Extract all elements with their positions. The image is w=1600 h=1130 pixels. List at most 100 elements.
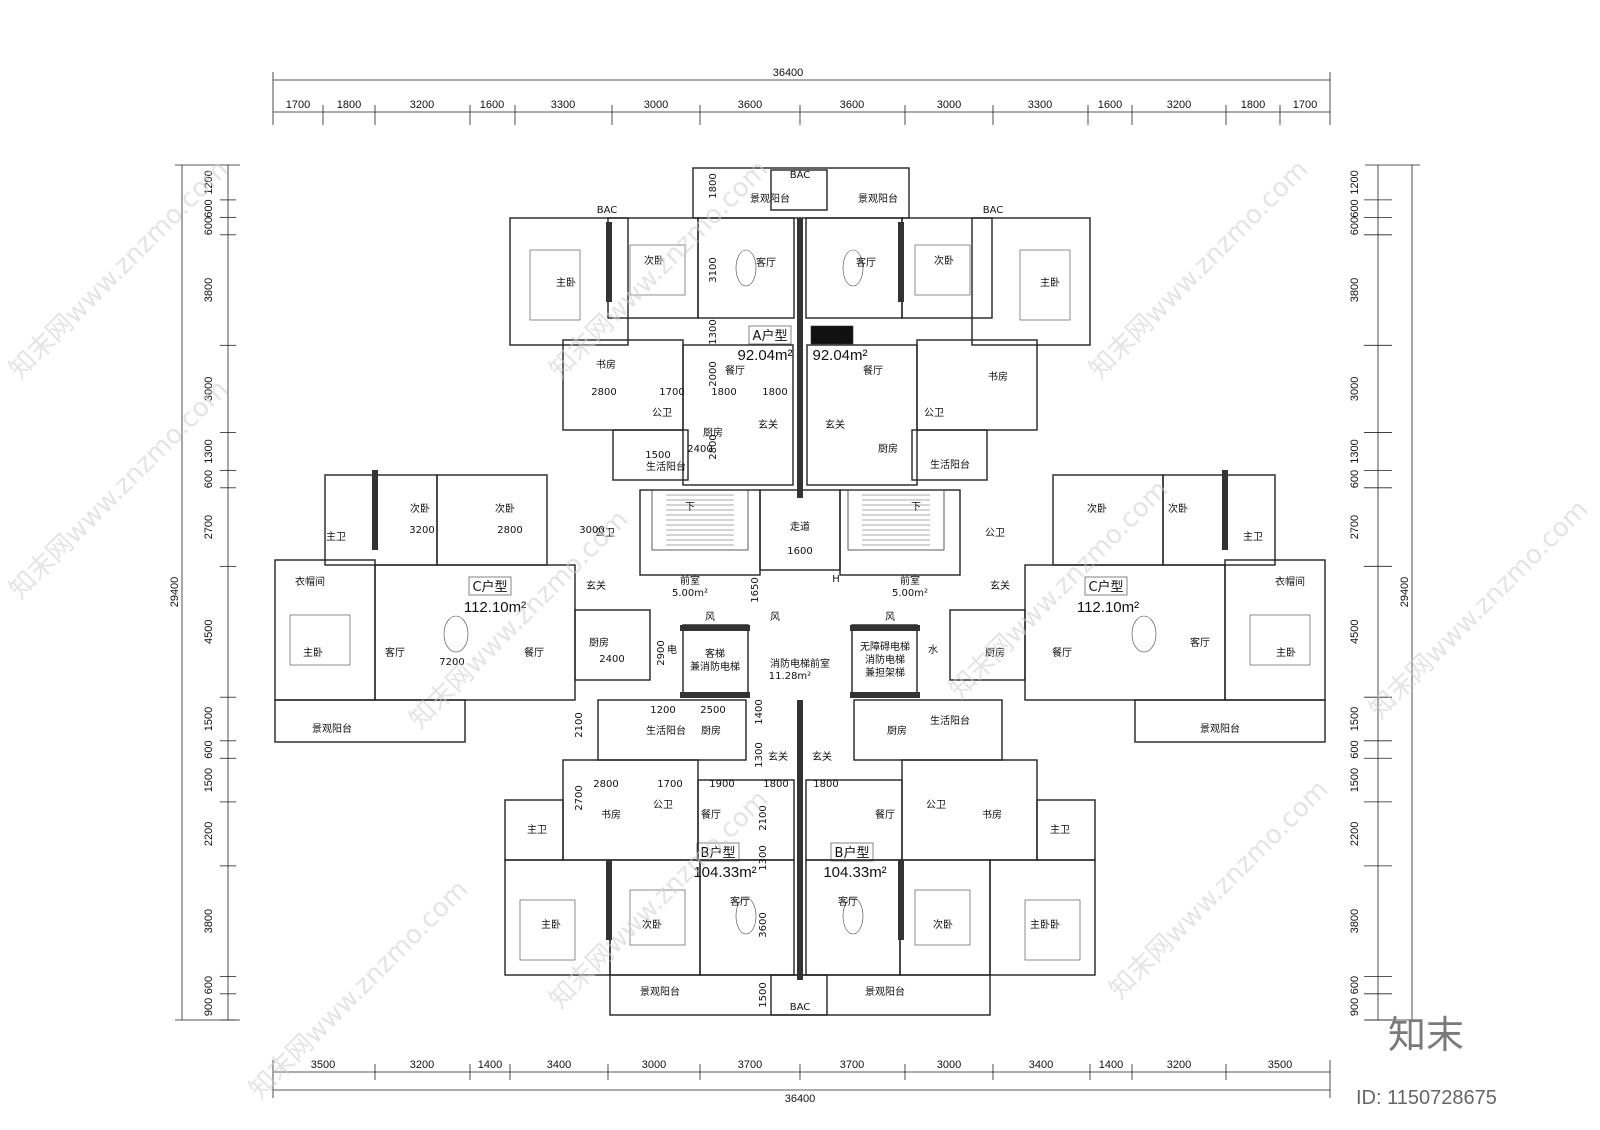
room-lobby-l: 前室: [680, 574, 700, 587]
room-balcony-b-r: 景观阳台: [865, 985, 905, 998]
room-water: 水: [928, 644, 938, 656]
room-balcony-c-r: 景观阳台: [1200, 722, 1240, 735]
room-balcony-a-l: 景观阳台: [750, 192, 790, 205]
dim-top-4: 1600: [480, 99, 504, 111]
side-dim-left-label: 1500: [203, 707, 215, 731]
side-dim-left-label: 1500: [203, 768, 215, 792]
dim-c-2400: 2400: [599, 654, 624, 665]
room-dining-a-r: 餐厅: [863, 364, 883, 377]
side-dim-right-label: 2700: [1349, 515, 1361, 539]
room-kitchen-b-r: 厨房: [887, 724, 907, 737]
room-living-b-r: 客厅: [838, 895, 858, 908]
side-dim-right-label: 600: [1349, 976, 1361, 994]
dim-top-5: 3300: [551, 99, 575, 111]
room-ensuite-c-l: 主卫: [326, 531, 346, 543]
stair-outline: [651, 489, 749, 551]
room-foyer-c-l: 玄关: [586, 579, 606, 592]
side-dim-right-label: 1500: [1349, 768, 1361, 792]
room-bath-a-r: 公卫: [924, 408, 944, 419]
side-dim-left-label: 600: [203, 199, 215, 217]
room-master-a-r: 主卧: [1040, 276, 1060, 289]
stairwells: [651, 489, 945, 551]
room-dining-c-l: 餐厅: [524, 646, 544, 659]
side-dim-right-label: 1500: [1349, 707, 1361, 731]
watermark-6: 知末网www.znzmo.com: [944, 474, 1175, 705]
dim-total-width-bottom: 36400: [785, 1093, 816, 1105]
room-balcony-b-l: 景观阳台: [640, 985, 680, 998]
dim-c-7200: 7200: [439, 657, 464, 668]
dim-a-1500: 1500: [645, 450, 670, 461]
dim-total-width: 36400: [773, 67, 804, 79]
room-study-b-l: 书房: [601, 808, 621, 821]
room-electrical: 电: [667, 643, 677, 656]
room-second-b-l: 次卧: [642, 918, 662, 931]
room-service-balcony-b-l: 生活阳台: [646, 724, 686, 737]
dim-top-10: 3300: [1028, 99, 1052, 111]
room-living-c-r: 客厅: [1190, 636, 1210, 649]
room-closet-c-l: 衣帽间: [295, 575, 325, 588]
dim-c-3200: 3200: [409, 525, 434, 536]
room-living-b-l: 客厅: [730, 895, 750, 908]
room-bath-a-l: 公卫: [652, 408, 672, 419]
dim-b-1200: 1200: [650, 705, 675, 716]
furniture: [289, 244, 1311, 961]
dim-b-1800-l: 1800: [763, 779, 788, 790]
room-second2-c-l: 次卧: [495, 502, 515, 515]
side-dim-right-label: 4500: [1349, 620, 1361, 644]
room-foyer-a-r: 玄关: [825, 418, 845, 431]
unit-a-right-label: A户型: [815, 328, 850, 344]
dim-c-2800: 2800: [497, 525, 522, 536]
unit-c-right-label: C户型: [1088, 579, 1123, 595]
dim-b-1300v: 1300: [758, 845, 769, 870]
inner-dimension-labels: 1800 3100 1300 2000 2800 1700 1800 1800 …: [409, 173, 838, 1007]
room-study-a-l: 书房: [596, 358, 616, 371]
dim-bottom-8: 3000: [937, 1059, 961, 1071]
side-dim-left-label: 3000: [203, 377, 215, 401]
dim-bottom-9: 3400: [1029, 1059, 1053, 1071]
dim-b-1500: 1500: [758, 982, 769, 1007]
side-dim-left-label: 900: [203, 998, 215, 1016]
room-service-balcony-a-r: 生活阳台: [930, 458, 970, 471]
dim-bottom-1: 3500: [311, 1059, 335, 1071]
room-kitchen-a-l: 厨房: [703, 426, 723, 439]
dim-bottom-12: 3500: [1268, 1059, 1292, 1071]
room-passenger-lift-sub: 兼消防电梯: [690, 660, 740, 673]
side-dim-left-label: 2200: [203, 822, 215, 846]
room-study-b-r: 书房: [982, 808, 1002, 821]
room-living-c-l: 客厅: [385, 646, 405, 659]
room-foyer-c-r: 玄关: [990, 579, 1010, 592]
room-master-b-r: 主卧卧: [1030, 918, 1060, 931]
dim-b-2500: 2500: [700, 705, 725, 716]
side-dim-left-label: 3800: [203, 278, 215, 302]
dim-a-2800v: 2800: [708, 434, 719, 459]
wall-columns: [372, 218, 1228, 980]
dim-corridor-1600: 1600: [787, 546, 812, 557]
dim-top-1: 1700: [286, 99, 310, 111]
dim-b-1400: 1400: [754, 699, 765, 724]
side-dim-left-label: 600: [203, 976, 215, 994]
room-lobby-r-area: 5.00m²: [892, 588, 928, 599]
bottom-dimension-labels: 3500 3200 1400 3400 3000 3700 3700 3000 …: [311, 1059, 1292, 1105]
dim-b-1300: 1300: [754, 742, 765, 767]
room-dining-b-r: 餐厅: [875, 808, 895, 821]
watermark-1: 知末网www.znzmo.com: [4, 154, 235, 385]
room-foyer-b-r: 玄关: [812, 750, 832, 763]
room-closet-c-r: 衣帽间: [1275, 575, 1305, 588]
dim-b-2700: 2700: [574, 785, 585, 810]
room-master-b-l: 主卧: [541, 918, 561, 931]
dim-c-3000: 3000: [579, 525, 604, 536]
room-dining-a-l: 餐厅: [725, 364, 745, 377]
dim-a-1700: 1700: [659, 387, 684, 398]
building-walls: [274, 167, 1326, 1016]
unit-a-left-area: 92.04m²: [737, 347, 792, 364]
room-labels: 景观阳台 景观阳台 主卧 次卧 客厅 客厅 次卧 主卧 书房 书房 餐厅 餐厅 …: [295, 170, 1305, 1013]
room-second2-c-r: 次卧: [1168, 502, 1188, 515]
dim-top-14: 1700: [1293, 99, 1317, 111]
room-bath-b-l: 公卫: [653, 800, 673, 811]
dim-a-2000: 2000: [708, 361, 719, 386]
dim-top-2: 1800: [337, 99, 361, 111]
side-dim-left-label: 3800: [203, 909, 215, 933]
room-master-c-l: 主卧: [303, 646, 323, 659]
room-second1-c-r: 次卧: [1087, 502, 1107, 515]
room-accessible-lift-1: 无障碍电梯: [860, 640, 910, 653]
